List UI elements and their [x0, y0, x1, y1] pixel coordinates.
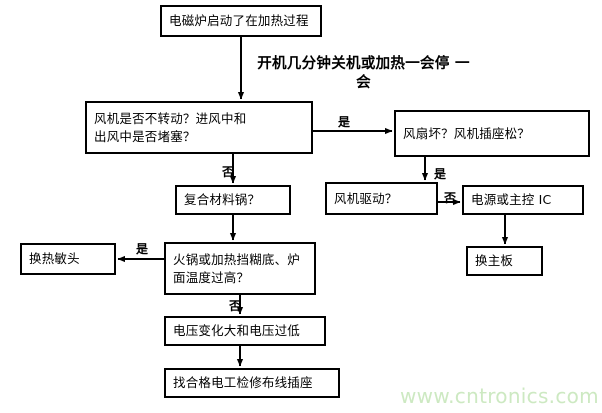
- edge-label-overheat-no: 否: [229, 299, 242, 313]
- site-watermark: www.cntronics.com: [400, 384, 599, 408]
- node-heating-process[interactable]: 电磁炉启动了在加热过程: [160, 5, 322, 37]
- edge-label-fan-no: 否: [222, 165, 235, 179]
- node-overheat-check[interactable]: 火锅或加热挡糊底、炉 面温度过高？: [164, 242, 316, 295]
- node-replace-mainboard[interactable]: 换主板: [466, 246, 543, 276]
- edge-label-fandrive-yes: 是: [434, 167, 447, 181]
- node-call-electrician[interactable]: 找合格电工检修布线插座: [164, 368, 340, 398]
- node-replace-thermistor[interactable]: 换热敏头: [20, 243, 116, 275]
- node-fan-broken[interactable]: 风扇坏？风机插座松？: [394, 110, 590, 157]
- edge-label-fan-yes: 是: [338, 115, 351, 129]
- edge-label-overheat-yes: 是: [136, 242, 149, 256]
- node-voltage-issue[interactable]: 电压变化大和电压过低: [164, 316, 326, 346]
- node-power-main-ic[interactable]: 电源或主控 IC: [462, 185, 584, 215]
- node-fan-drive[interactable]: 风机驱动？: [325, 182, 438, 215]
- node-fan-check[interactable]: 风机是否不转动？进风中和 出风中是否堵塞？: [85, 101, 313, 154]
- edge-label-fandrive-no: 否: [444, 191, 457, 205]
- symptom-note: 开机几分钟关机或加热一会停 一会: [257, 56, 470, 91]
- node-composite-pot[interactable]: 复合材料锅？: [175, 185, 291, 215]
